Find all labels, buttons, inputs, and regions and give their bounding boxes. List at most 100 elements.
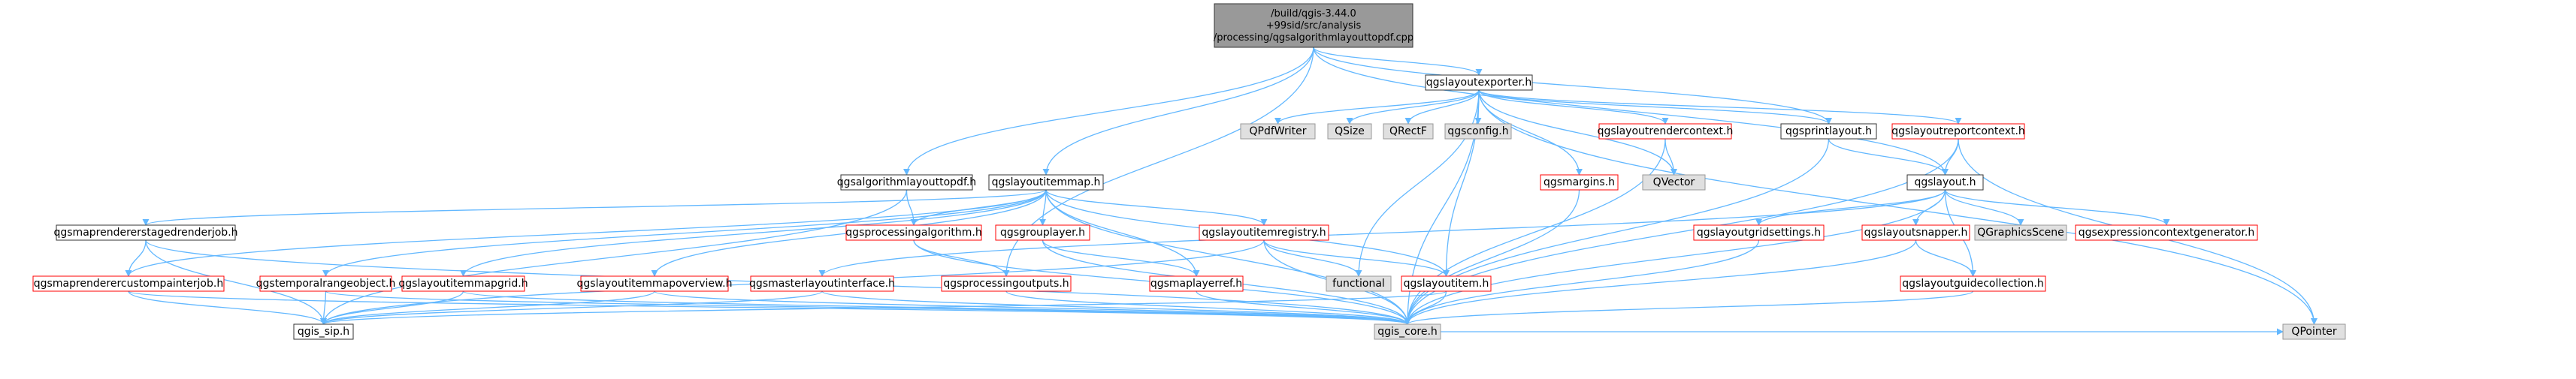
node-box-grouplayer — [995, 224, 1090, 241]
node-label-functional-0: functional — [1332, 278, 1385, 290]
node-layout[interactable]: qgslayout.h — [1906, 174, 1984, 191]
node-label-staged-0: qgsmaprendererstagedrenderjob.h — [53, 227, 237, 239]
node-box-qsize — [1327, 123, 1372, 140]
node-margins[interactable]: qgsmargins.h — [1540, 174, 1619, 191]
node-box-gridsettings — [1693, 224, 1825, 241]
node-procalgo[interactable]: qgsprocessingalgorithm.h — [845, 224, 982, 241]
edge-printlayout-to-layout — [1828, 138, 1949, 176]
node-maplayerref[interactable]: qgsmaplayerref.h — [1149, 275, 1244, 292]
edge-root-to-exporter — [1313, 47, 1483, 76]
edge-algopdf-to-qgissip — [320, 189, 908, 325]
node-label-itemmap-0: qgslayoutitemmap.h — [992, 176, 1101, 188]
edge-root-to-algopdf — [903, 47, 1314, 176]
node-label-root-1: +99sid/src/analysis — [1266, 20, 1362, 32]
edge-layout-to-qgiscore — [1404, 189, 1946, 325]
nodes-layer: /build/qgis-3.44.0+99sid/src/analysis/pr… — [32, 3, 2346, 340]
node-label-layoutitem-0: qgslayoutitem.h — [1404, 278, 1489, 290]
node-custompainter[interactable]: qgsmaprenderercustompainterjob.h — [32, 275, 225, 292]
node-procoutputs[interactable]: qgsprocessingoutputs.h — [941, 275, 1072, 292]
node-guidecollection[interactable]: qgslayoutguidecollection.h — [1900, 275, 2046, 292]
node-masterlayout[interactable]: qgsmasterlayoutinterface.h — [749, 275, 895, 292]
node-itemmap[interactable]: qgslayoutitemmap.h — [988, 174, 1104, 191]
node-label-margins-0: qgsmargins.h — [1543, 176, 1615, 188]
node-label-rendercontext-0: qgslayoutrendercontext.h — [1598, 125, 1734, 137]
node-label-qgsconfig-0: qgsconfig.h — [1447, 125, 1508, 137]
edge-layout-to-qgraphicsscene — [1944, 189, 2024, 226]
edge-exporter-to-qpdfwriter — [1274, 89, 1480, 125]
node-label-algopdf-0: qgsalgorithmlayouttopdf.h — [837, 176, 976, 188]
node-box-mapoverview — [580, 275, 729, 292]
node-algopdf[interactable]: qgsalgorithmlayouttopdf.h — [837, 174, 976, 191]
edge-masterlayout-to-qgiscore — [821, 290, 1411, 325]
node-box-qvector — [1642, 174, 1706, 191]
edge-grouplayer-to-maplayerref — [1042, 239, 1200, 277]
node-box-margins — [1540, 174, 1619, 191]
node-grouplayer[interactable]: qgsgrouplayer.h — [995, 224, 1090, 241]
node-box-printlayout — [1780, 123, 1877, 140]
node-qgiscore: qgis_core.h — [1374, 323, 1441, 340]
node-mapgrid[interactable]: qgslayoutitemmapgrid.h — [398, 275, 528, 292]
edge-itemmap-to-custompainter — [125, 189, 1047, 277]
node-exporter[interactable]: qgslayoutexporter.h — [1425, 74, 1533, 91]
node-layoutitem[interactable]: qgslayoutitem.h — [1401, 275, 1492, 292]
node-qrectf: QRectF — [1383, 123, 1434, 140]
edge-itemmap-to-mapgrid — [460, 189, 1047, 277]
node-box-temporalrange — [259, 275, 392, 292]
edge-exporter-to-rendercontext — [1478, 89, 1669, 125]
node-label-qgiscore-0: qgis_core.h — [1377, 326, 1438, 338]
edge-root-to-layout — [1313, 47, 1949, 176]
edge-exporter-to-qvector — [1478, 89, 1678, 176]
node-label-qsize-0: QSize — [1335, 125, 1365, 137]
node-exprgen[interactable]: qgsexpressioncontextgenerator.h — [2075, 224, 2258, 241]
node-root: /build/qgis-3.44.0+99sid/src/analysis/pr… — [1214, 3, 1413, 48]
node-label-exporter-0: qgslayoutexporter.h — [1426, 77, 1532, 89]
node-snapper[interactable]: qgslayoutsnapper.h — [1861, 224, 1970, 241]
node-box-maplayerref — [1149, 275, 1244, 292]
node-label-reportcontext-0: qgslayoutreportcontext.h — [1891, 125, 2025, 137]
node-reportcontext[interactable]: qgslayoutreportcontext.h — [1891, 123, 2025, 140]
node-label-mapgrid-0: qgslayoutitemmapgrid.h — [398, 278, 528, 290]
node-box-qgsconfig — [1444, 123, 1512, 140]
node-box-staged — [56, 224, 236, 241]
edge-snapper-to-guidecollection — [1915, 239, 1977, 277]
node-box-algopdf — [840, 174, 973, 191]
node-rendercontext[interactable]: qgslayoutrendercontext.h — [1598, 123, 1734, 140]
node-label-gridsettings-0: qgslayoutgridsettings.h — [1697, 227, 1821, 239]
node-registry[interactable]: qgslayoutitemregistry.h — [1199, 224, 1329, 241]
edge-reportcontext-to-layout — [1941, 138, 1959, 176]
node-box-qgissip — [293, 323, 354, 340]
node-label-masterlayout-0: qgsmasterlayoutinterface.h — [749, 278, 895, 290]
node-label-procoutputs-0: qgsprocessingoutputs.h — [943, 278, 1069, 290]
node-box-qpdfwriter — [1240, 123, 1316, 140]
node-label-exprgen-0: qgsexpressioncontextgenerator.h — [2079, 227, 2255, 239]
node-box-functional — [1326, 275, 1392, 292]
node-label-qgraphicsscene-0: QGraphicsScene — [1977, 227, 2064, 239]
edge-exporter-to-printlayout — [1478, 89, 1832, 125]
node-label-registry-0: qgslayoutitemregistry.h — [1202, 227, 1326, 239]
node-qgraphicsscene: QGraphicsScene — [1974, 224, 2067, 241]
edge-exporter-to-qrectf — [1404, 89, 1480, 125]
edge-mapoverview-to-qgissip — [320, 290, 655, 325]
node-box-itemmap — [988, 174, 1104, 191]
node-printlayout[interactable]: qgsprintlayout.h — [1780, 123, 1877, 140]
edge-gridsettings-to-qgiscore — [1404, 239, 1760, 325]
edge-mapgrid-to-qgiscore — [462, 290, 1411, 325]
node-label-qvector-0: QVector — [1653, 176, 1695, 188]
edge-snapper-to-qgiscore — [1404, 239, 1917, 325]
node-label-qpointer-0: QPointer — [2291, 326, 2336, 338]
edge-guidecollection-to-qgiscore — [1404, 290, 1974, 325]
node-qgsconfig: qgsconfig.h — [1444, 123, 1512, 140]
edge-itemmap-to-qgiscore — [1045, 189, 1411, 325]
node-box-mapgrid — [401, 275, 525, 292]
node-label-root-0: /build/qgis-3.44.0 — [1271, 8, 1356, 20]
node-staged[interactable]: qgsmaprendererstagedrenderjob.h — [53, 224, 238, 241]
edge-staged-to-qgissip — [145, 239, 328, 325]
node-mapoverview[interactable]: qgslayoutitemmapoverview.h — [577, 275, 733, 292]
node-box-qpointer — [2282, 323, 2346, 340]
edge-exporter-to-reportcontext — [1478, 89, 1962, 125]
node-qgissip[interactable]: qgis_sip.h — [293, 323, 354, 340]
node-label-procalgo-0: qgsprocessingalgorithm.h — [845, 227, 981, 239]
node-temporalrange[interactable]: qgstemporalrangeobject.h — [256, 275, 396, 292]
node-gridsettings[interactable]: qgslayoutgridsettings.h — [1693, 224, 1825, 241]
